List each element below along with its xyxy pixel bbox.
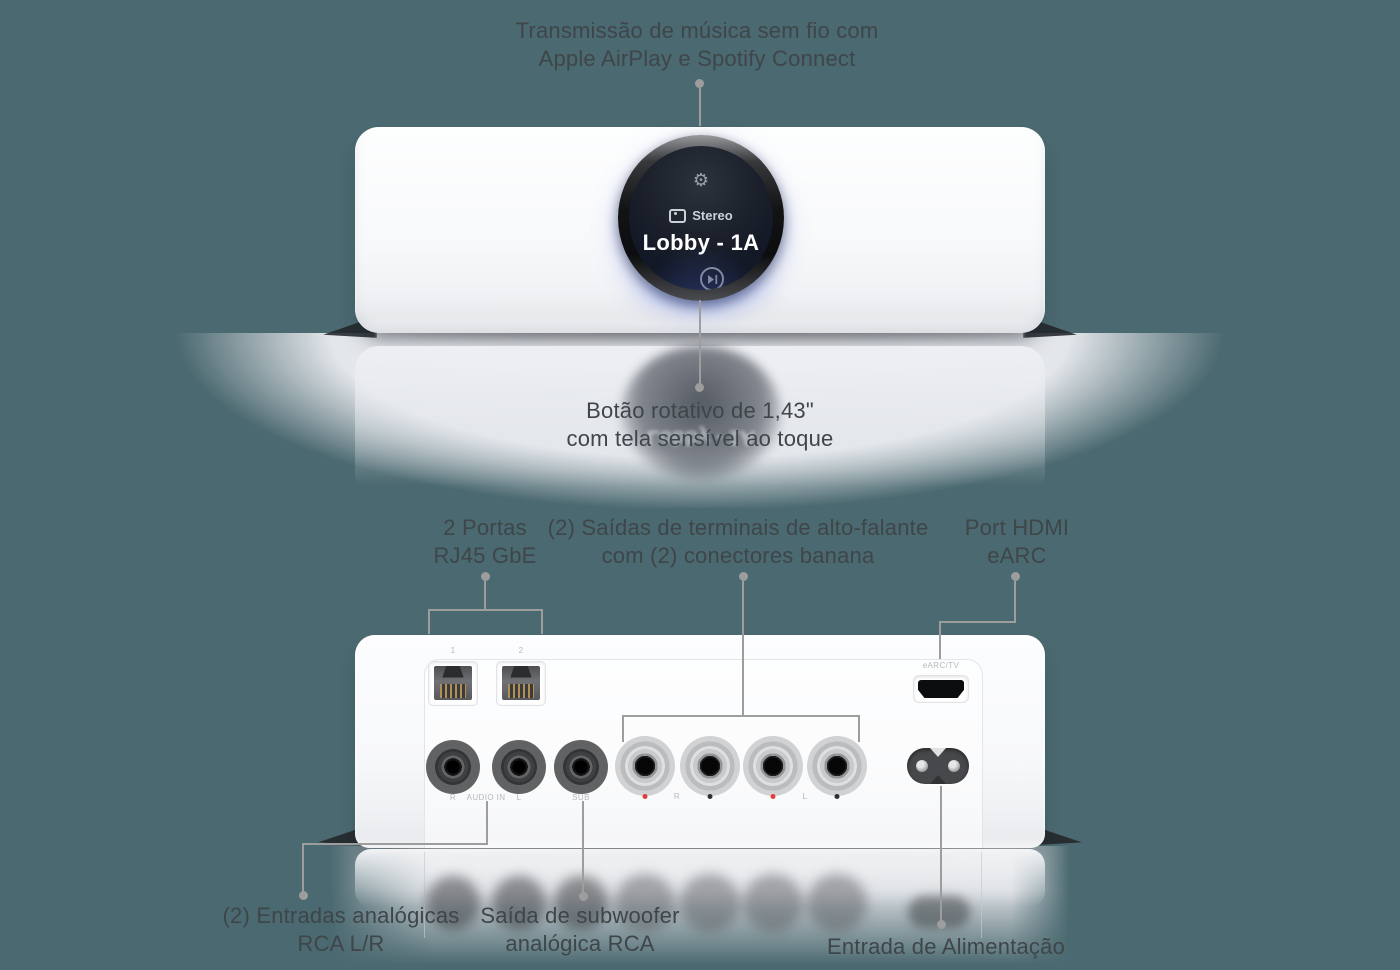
knob-touchscreen: ⚙ Stereo Lobby - 1A [629,146,773,290]
rj45-port-1 [428,661,478,706]
speaker-l-label: L [802,792,808,801]
callout-dot [579,892,588,901]
output-mode-row: Stereo [629,208,773,223]
callout-bracket [428,609,543,611]
callout-line [742,581,744,717]
panel-edge-reflection [424,852,425,938]
terminal-negative-mark [834,794,840,799]
rca-reflection [554,876,608,930]
power-pin-right [948,760,960,772]
terminal-reflection [680,874,740,932]
rotary-knob: ⚙ Stereo Lobby - 1A [618,135,784,301]
gear-icon: ⚙ [692,170,710,191]
play-pause-icon [700,267,724,290]
rca-jack-l [492,740,546,794]
zone-name-label: Lobby - 1A [642,230,760,255]
callout-bracket-stub [541,609,543,634]
terminal-reflection [743,874,803,932]
speaker-terminal-2 [680,736,740,796]
hdmi-earc-label: eARC/TV [922,661,960,670]
callout-line [939,621,941,659]
callout-line [302,843,304,893]
callout-bracket-stub [428,609,430,634]
speaker-terminal-3 [743,736,803,796]
rca-reflection [426,876,480,930]
callout-dot [481,572,490,581]
rca-reflection [492,876,546,930]
callout-rotary-knob: Botão rotativo de 1,43" com tela sensíve… [400,397,1000,453]
callout-dot [937,920,946,929]
rca-jack-r [426,740,480,794]
terminal-reflection [615,874,675,932]
callout-speaker-outputs-line2: com (2) conectores banana [601,543,875,568]
panel-edge-reflection [981,852,982,938]
callout-subwoofer-output-line2: analógica RCA [505,931,655,956]
callout-dot [739,572,748,581]
callout-hdmi: Port HDMI eARC [917,514,1117,570]
callout-dot [299,891,308,900]
callout-dot [695,79,704,88]
hdmi-port [913,675,969,703]
callout-subwoofer-output-line1: Saída de subwoofer [480,903,680,928]
rj45-port-2 [496,661,546,706]
callout-hdmi-line1: Port HDMI [964,515,1070,540]
callout-line [939,621,1016,623]
callout-line [582,801,584,893]
power-pin-left [916,760,928,772]
callout-analog-inputs-line1: (2) Entradas analógicas [222,903,460,928]
callout-line [699,88,701,126]
callout-rj45-line1: 2 Portas [443,515,527,540]
callout-bracket [622,715,860,717]
rj45-port-1-label: 1 [450,646,456,655]
stereo-zone-icon [669,208,687,223]
power-inlet-c7 [907,748,969,784]
speaker-terminal-1 [615,736,675,796]
terminal-reflection [807,874,867,932]
audio-in-label: AUDIO IN [466,793,506,802]
callout-line [484,581,486,611]
rca-l-label: L [516,793,522,802]
terminal-positive-mark [642,794,648,799]
callout-rj45: 2 Portas RJ45 GbE [385,514,585,570]
callout-wireless-streaming-line1: Transmissão de música sem fio com [515,18,879,43]
callout-wireless-streaming-line2: Apple AirPlay e Spotify Connect [538,46,856,71]
output-mode-label: Stereo [692,208,733,223]
callout-line [940,786,942,922]
terminal-negative-mark [707,794,713,799]
callout-power-input: Entrada de Alimentação [746,933,1146,961]
callout-bracket-stub [622,715,624,742]
callout-power-input-line1: Entrada de Alimentação [827,934,1065,959]
callout-line [486,801,488,845]
callout-rotary-knob-line2: com tela sensível ao toque [566,426,834,451]
sub-label: SUB [572,793,590,802]
callout-speaker-outputs: (2) Saídas de terminais de alto-falante … [488,514,988,570]
callout-rj45-line2: RJ45 GbE [433,543,537,568]
rj45-connector [434,666,472,700]
knob-reflection [621,346,781,480]
speaker-r-label: R [673,792,681,801]
callout-wireless-streaming: Transmissão de música sem fio com Apple … [397,17,997,73]
rj45-port-2-label: 2 [518,646,524,655]
callout-bracket-stub [858,715,860,742]
callout-speaker-outputs-line1: (2) Saídas de terminais de alto-falante [547,515,929,540]
callout-line [699,300,701,385]
callout-line [1014,581,1016,623]
hdmi-connector [918,680,964,698]
rca-r-label: R [449,793,457,802]
callout-line [302,843,488,845]
rca-jack-sub [554,740,608,794]
callout-rotary-knob-line1: Botão rotativo de 1,43" [586,398,814,423]
terminal-positive-mark [770,794,776,799]
speaker-terminal-4 [807,736,867,796]
callout-subwoofer-output: Saída de subwoofer analógica RCA [380,902,780,958]
callout-analog-inputs-line2: RCA L/R [297,931,385,956]
callout-analog-inputs: (2) Entradas analógicas RCA L/R [141,902,541,958]
callout-dot [1011,572,1020,581]
callout-dot [695,383,704,392]
amplifier-back-view: 1 2 R AUDIO IN L SUB R L eARC/TV [355,635,1045,848]
rj45-connector [502,666,540,700]
callout-hdmi-line2: eARC [987,543,1047,568]
